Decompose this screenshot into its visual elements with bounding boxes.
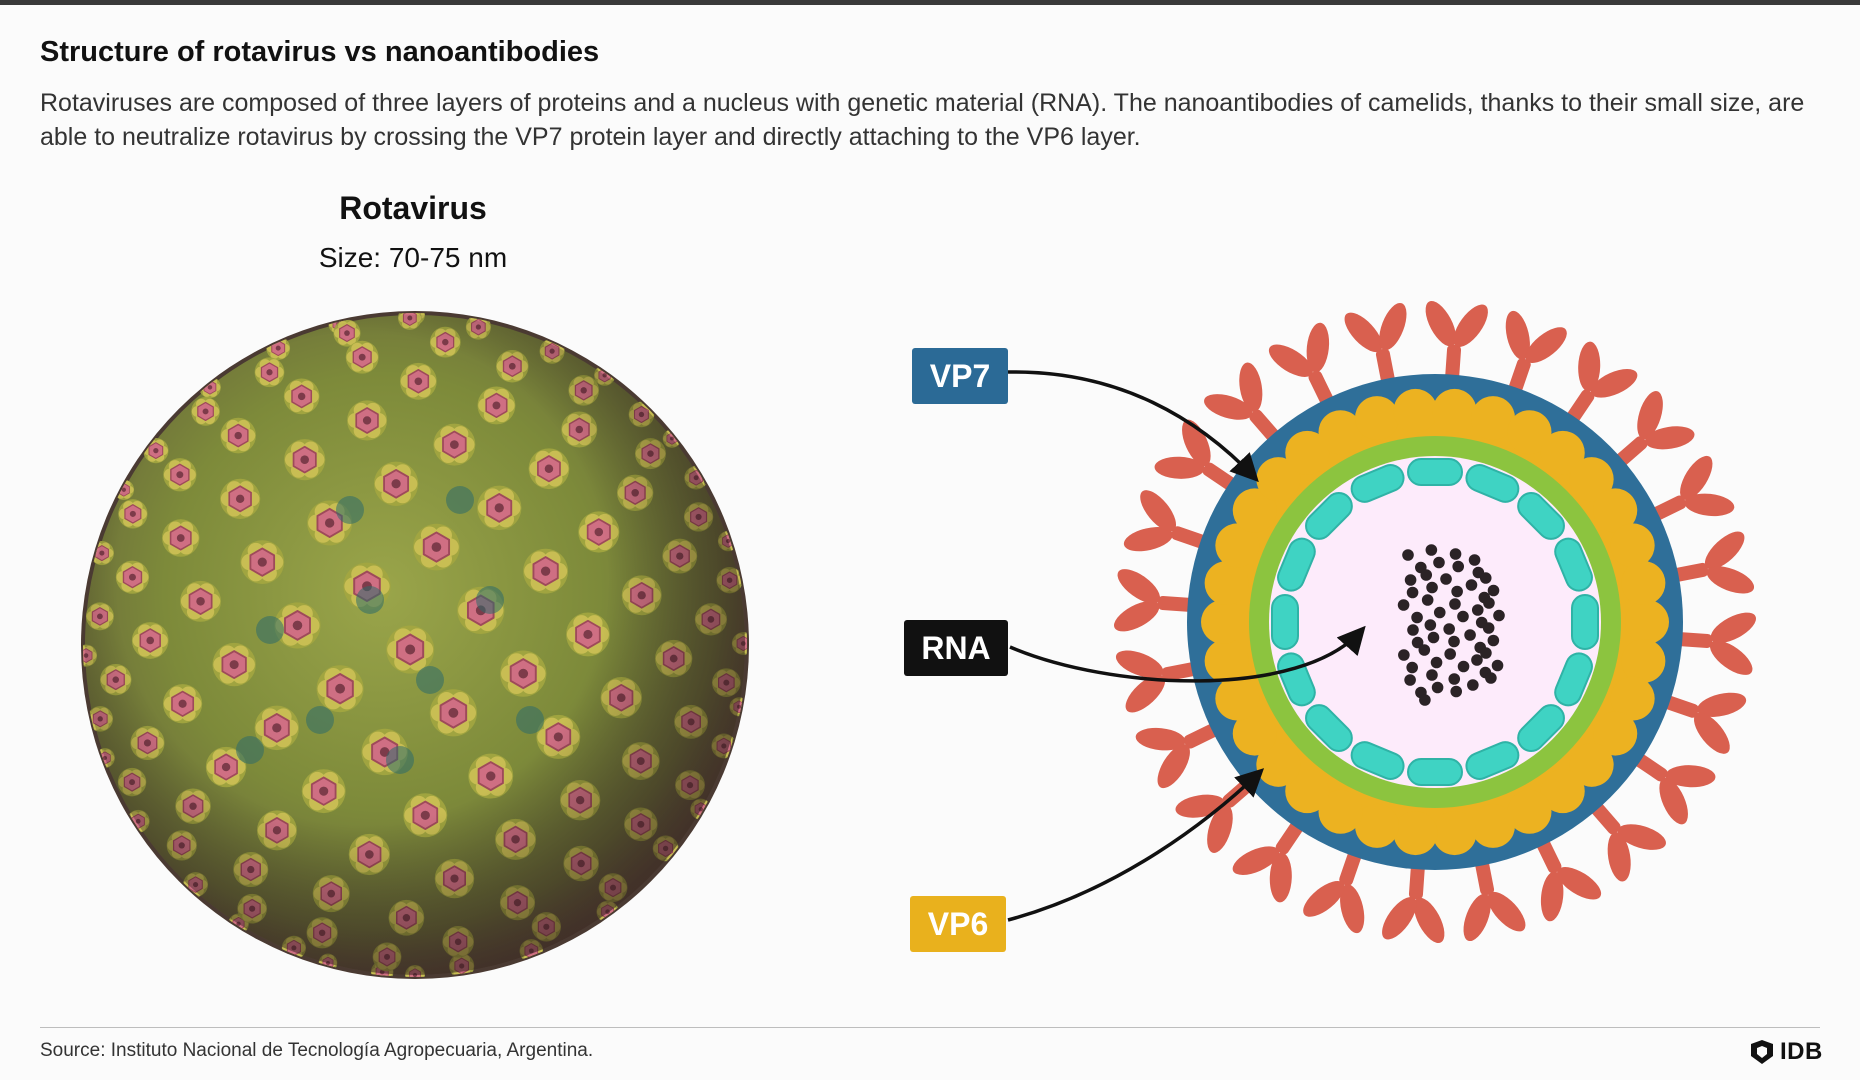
rna-dot — [1411, 611, 1423, 624]
capsomere-icon — [1517, 704, 1565, 752]
rna-dot — [1426, 669, 1438, 681]
capsomere-icon — [1350, 464, 1405, 503]
spike-icon — [1303, 838, 1366, 934]
source-note: Source: Instituto Nacional de Tecnología… — [40, 1040, 594, 1061]
rna-dot — [1425, 544, 1438, 556]
capsomere-icon — [1571, 594, 1599, 650]
rna-dot — [1471, 654, 1483, 666]
capsomere-icon — [1554, 652, 1593, 707]
rna-dot — [1449, 598, 1461, 610]
vp4-spikes — [1114, 301, 1756, 943]
vp6-arrow — [1007, 768, 1265, 922]
rna-dot — [1457, 610, 1469, 623]
rna-dot — [1411, 636, 1424, 649]
rotavirus-illustration — [81, 311, 749, 979]
rna-dot — [1448, 635, 1460, 648]
rna-dot — [1457, 660, 1470, 673]
rna-dot — [1433, 556, 1445, 569]
capsomere-icon — [1271, 594, 1299, 650]
rna-dot — [1491, 659, 1504, 672]
rna-dot — [1418, 644, 1431, 656]
rna-dot — [1451, 585, 1463, 598]
rna-dot — [1426, 581, 1438, 594]
idb-logo-text: IDB — [1780, 1038, 1823, 1065]
rna-dot — [1449, 548, 1462, 560]
capsomere-icon — [1305, 704, 1353, 752]
rna-dot — [1433, 606, 1446, 619]
capsomere-icon — [1350, 741, 1405, 780]
idb-logo: IDB — [1748, 1036, 1823, 1068]
rna-dot — [1440, 573, 1452, 585]
rna-dot — [1493, 609, 1505, 622]
page-subtitle: Rotaviruses are composed of three layers… — [40, 89, 1805, 151]
capsomere-icon — [1465, 464, 1520, 503]
rna-dot — [1448, 673, 1461, 685]
rna-dot — [1402, 549, 1414, 561]
rna-dot — [1424, 619, 1437, 631]
top-bar — [0, 0, 1860, 5]
rotavirus-structure-diagram — [1007, 301, 1756, 943]
rna-dot — [1419, 694, 1431, 706]
rna-dot — [1431, 681, 1444, 694]
capsomere-ring — [1271, 458, 1599, 786]
capsomere-icon — [1407, 758, 1463, 786]
rna-dot — [1450, 685, 1463, 698]
rna-dot — [1483, 597, 1495, 609]
rna-dot — [1480, 647, 1492, 659]
virus-sphere — [81, 311, 749, 979]
rna-dot — [1404, 574, 1417, 586]
rna-dot — [1467, 679, 1479, 691]
rna-dot — [1420, 569, 1433, 581]
rna-dot — [1398, 649, 1410, 661]
rna-dot — [1487, 634, 1500, 647]
rotavirus-title: Rotavirus — [339, 190, 487, 226]
rna-dot — [1430, 656, 1443, 669]
rna-strands — [1397, 544, 1505, 706]
page-title: Structure of rotavirus vs nanoantibodies — [40, 36, 600, 68]
capsomere-icon — [1517, 492, 1565, 540]
rna-dot — [1421, 594, 1434, 606]
capsomere-icon — [1277, 537, 1316, 592]
rna-dot — [1471, 604, 1484, 616]
rna-dot — [1487, 584, 1500, 597]
capsomere-icon — [1465, 741, 1520, 780]
rna-dot — [1482, 622, 1495, 634]
rna-dot — [1485, 672, 1497, 684]
rna-dot — [1427, 631, 1440, 644]
rna-dot — [1464, 629, 1476, 641]
rna-dot — [1407, 624, 1419, 636]
rna-dot — [1479, 572, 1492, 584]
rna-dot — [1406, 586, 1419, 599]
spike-icon — [1504, 310, 1567, 406]
footer-divider — [40, 1027, 1820, 1028]
capsomere-icon — [1407, 458, 1463, 486]
rna-dot — [1397, 599, 1410, 611]
rna-dot — [1452, 560, 1465, 573]
rna-dot — [1465, 579, 1478, 591]
rna-arrow — [1009, 625, 1366, 683]
idb-logo-icon — [1751, 1040, 1773, 1064]
rna-dot — [1404, 674, 1416, 686]
rna-dot — [1468, 554, 1481, 566]
rna-dot — [1443, 623, 1455, 635]
rna-label: RNA — [904, 620, 1008, 676]
vp6-label: VP6 — [910, 896, 1006, 952]
spike-icon — [1204, 362, 1288, 451]
vp7-label: VP7 — [912, 348, 1008, 404]
capsomere-icon — [1277, 652, 1316, 707]
vp7-arrow — [1007, 370, 1259, 483]
rna-dot — [1406, 661, 1418, 674]
capsomere-icon — [1554, 537, 1593, 592]
rotavirus-size: Size: 70-75 nm — [318, 242, 508, 273]
rna-dot — [1444, 648, 1456, 660]
spike-icon — [1559, 341, 1638, 434]
capsomere-icon — [1305, 492, 1353, 540]
